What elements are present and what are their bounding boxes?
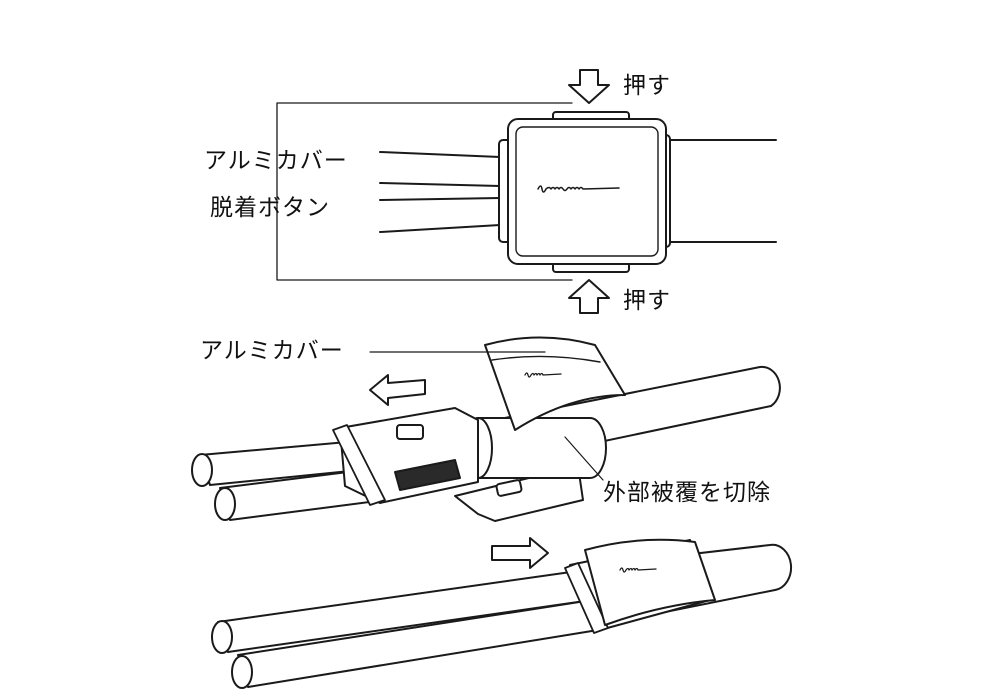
brand-logo-middle — [524, 372, 562, 378]
push-label-bottom: 押す — [623, 288, 671, 314]
bottom-aluminum-cover — [584, 538, 716, 626]
cut-sheath-label: 外部被覆を切除 — [603, 480, 771, 506]
push-arrow-down — [568, 69, 610, 104]
top-view — [276, 69, 777, 314]
cover-inner-outline — [515, 126, 659, 257]
bottom-connector-ring — [564, 562, 609, 634]
inner-core — [477, 417, 607, 479]
push-label-top: 押す — [623, 73, 671, 99]
bottom-wires — [211, 569, 599, 689]
connector-slot — [396, 424, 424, 440]
brand-logo-top — [537, 185, 620, 193]
connector-clip — [394, 459, 461, 491]
cover-release-label-line2: 脱着ボタン — [210, 195, 330, 221]
callout-bracket — [276, 102, 573, 281]
middle-connector-ring — [332, 424, 386, 506]
base-plate-slot — [495, 479, 523, 497]
middle-view — [191, 336, 781, 522]
cover-inner-edge — [491, 355, 601, 363]
move-right-arrow — [491, 537, 549, 569]
aluminum-cover-label: アルミカバー — [200, 338, 344, 364]
move-left-arrow — [369, 374, 426, 406]
cover-release-label-line1: アルミカバー — [204, 148, 348, 174]
right-cable — [664, 139, 777, 243]
cut-callout-line — [564, 436, 604, 481]
bottom-view — [211, 537, 793, 689]
push-arrow-up — [568, 279, 610, 314]
left-wires — [379, 151, 501, 233]
brand-logo-bottom — [619, 567, 657, 573]
